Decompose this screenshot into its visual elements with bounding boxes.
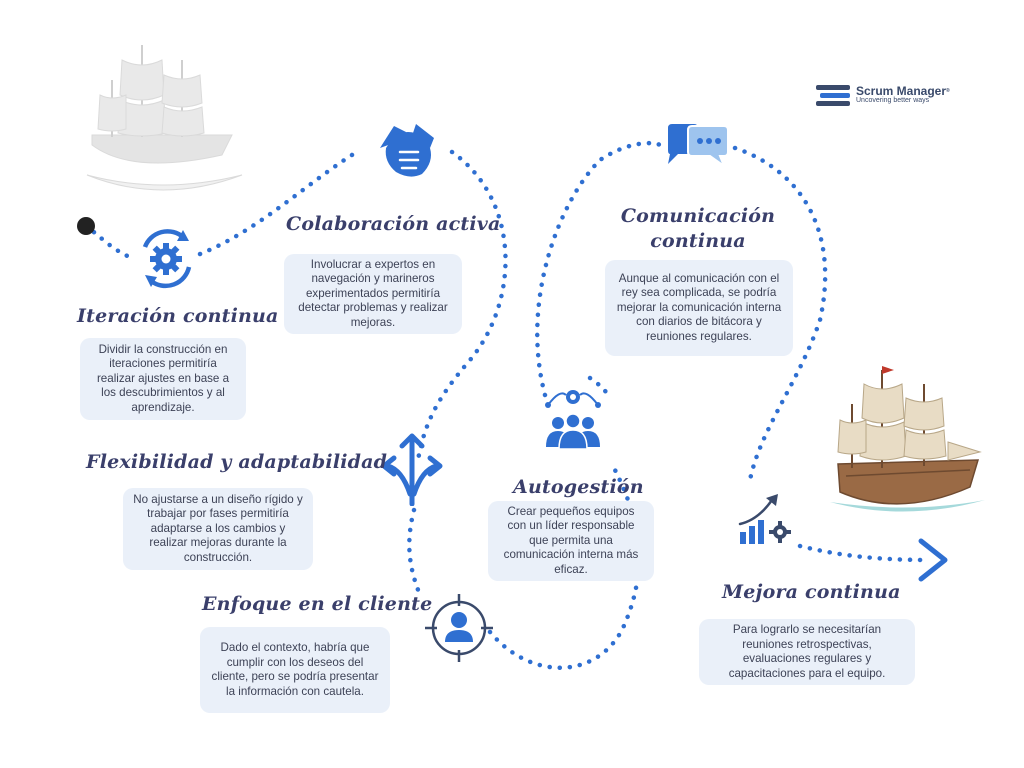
step-title-iteracion: Iteración continua bbox=[77, 305, 279, 327]
handshake-icon bbox=[380, 124, 434, 177]
step-title-comunicacion: Comunicación continua bbox=[620, 205, 776, 252]
step-text-colaboracion: Involucrar a expertos en navegación y ma… bbox=[284, 254, 462, 334]
split-arrows-icon bbox=[381, 433, 443, 506]
step-text-flexibilidad: No ajustarse a un diseño rígido y trabaj… bbox=[123, 488, 313, 570]
gear-cycle-icon bbox=[142, 229, 192, 289]
start-dot bbox=[77, 217, 95, 235]
growth-chart-icon bbox=[738, 494, 791, 544]
step-title-enfoque: Enfoque en el cliente bbox=[202, 593, 433, 615]
step-text-comunicacion: Aunque al comunicación con el rey sea co… bbox=[605, 260, 793, 356]
team-icon bbox=[545, 390, 601, 450]
scrum-logo-icon bbox=[816, 85, 850, 106]
step-text-iteracion: Dividir la construcción en iteraciones p… bbox=[80, 338, 246, 420]
logo-name: Scrum Manager bbox=[856, 84, 947, 98]
end-arrow-icon bbox=[918, 538, 948, 582]
ship-sketch-faded-icon bbox=[86, 45, 243, 191]
step-text-autogestion: Crear pequeños equipos con un líder resp… bbox=[488, 501, 654, 581]
step-title-flexibilidad: Flexibilidad y adaptabilidad bbox=[86, 451, 388, 473]
step-text-mejora: Para lograrlo se necesitarían reuniones … bbox=[699, 619, 915, 685]
chat-bubbles-icon bbox=[668, 124, 729, 169]
step-title-colaboracion: Colaboración activa bbox=[286, 213, 501, 235]
step-text-enfoque: Dado el contexto, habría que cumplir con… bbox=[200, 627, 390, 713]
scrum-manager-logo: Scrum Manager® Uncovering better ways bbox=[816, 82, 950, 108]
logo-trademark: ® bbox=[946, 88, 950, 94]
target-user-icon bbox=[425, 594, 493, 662]
logo-tagline: Uncovering better ways bbox=[856, 97, 930, 104]
step-title-autogestion: Autogestión bbox=[513, 476, 644, 498]
ship-sketch-icon bbox=[830, 366, 985, 512]
step-title-mejora: Mejora continua bbox=[722, 581, 901, 603]
